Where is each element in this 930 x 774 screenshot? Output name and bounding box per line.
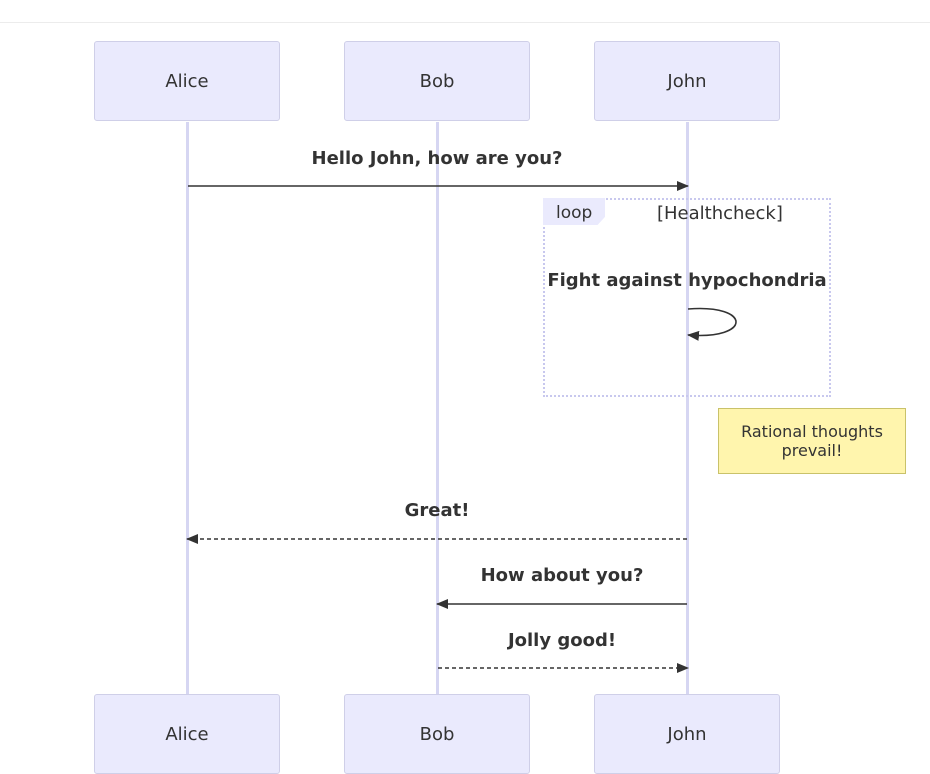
note-text: Rational thoughts prevail! <box>741 421 883 460</box>
actor-alice-bottom: Alice <box>94 694 280 774</box>
actor-john-top: John <box>594 41 780 121</box>
loop-label: loop <box>556 203 593 223</box>
loop-frame <box>543 198 831 397</box>
actor-bob-bottom: Bob <box>344 694 530 774</box>
message-label-4: How about you? <box>480 565 644 586</box>
message-label-1: Hello John, how are you? <box>311 148 563 169</box>
message-label-2: Fight against hypochondria <box>547 270 827 291</box>
actor-bob-top: Bob <box>344 41 530 121</box>
note: Rational thoughts prevail! <box>718 408 906 474</box>
actor-john-bottom: John <box>594 694 780 774</box>
lifeline-john <box>686 122 689 694</box>
arrow-john-self <box>687 307 737 341</box>
top-divider <box>0 22 930 23</box>
loop-tag <box>543 198 605 225</box>
actor-alice-top: Alice <box>94 41 280 121</box>
loop-condition: [Healthcheck] <box>657 203 783 224</box>
lifeline-alice <box>186 122 189 694</box>
message-label-5: Jolly good! <box>507 630 617 651</box>
lifeline-bob <box>436 122 439 694</box>
message-label-3: Great! <box>404 500 470 521</box>
